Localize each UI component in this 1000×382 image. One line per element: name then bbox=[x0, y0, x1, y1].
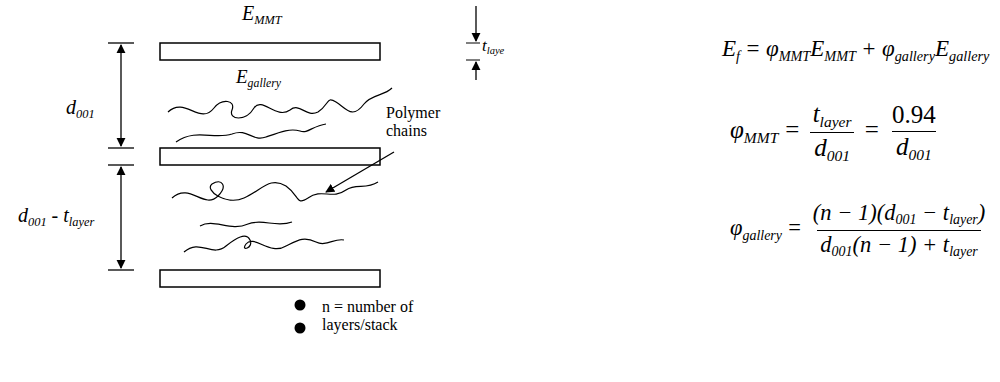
label-text: φ bbox=[730, 215, 742, 240]
label-text: d bbox=[66, 96, 76, 118]
label-text: E bbox=[810, 36, 824, 61]
subscript: 001 bbox=[827, 147, 850, 164]
label-text: 0.94 bbox=[892, 101, 936, 128]
subscript: MMT bbox=[779, 48, 811, 64]
text-group: EMMT bbox=[242, 2, 282, 27]
subscript: gallery bbox=[895, 48, 935, 64]
label-text: E bbox=[242, 2, 254, 24]
subscript: layer bbox=[820, 113, 852, 130]
dimension-tick bbox=[108, 42, 134, 43]
denominator: d001 bbox=[892, 131, 935, 164]
numerator: tlayer bbox=[809, 100, 855, 132]
numerator: (n − 1)(d001 − tlayer) bbox=[809, 200, 988, 230]
text-group: Polymer chains bbox=[386, 104, 464, 141]
text-group: φMMT=tlayerd001=0.94d001 bbox=[730, 100, 942, 165]
subscript: MMT bbox=[744, 129, 778, 146]
denominator: d001(n − 1) + tlayer bbox=[817, 230, 981, 261]
label-text: E bbox=[935, 36, 949, 61]
text-group: d001 bbox=[66, 96, 95, 121]
label-text: − t bbox=[922, 200, 949, 225]
label-text: E bbox=[236, 66, 248, 87]
text-group: Egallery bbox=[236, 66, 281, 90]
dimension-arrow bbox=[120, 45, 121, 146]
subscript: 001 bbox=[76, 107, 95, 121]
clay-layer bbox=[160, 148, 380, 165]
subscript: MMT bbox=[824, 48, 856, 64]
operator: + bbox=[862, 36, 875, 61]
label-text: E bbox=[722, 36, 736, 61]
label-text: n = number of layers/stack bbox=[322, 298, 413, 333]
label-text: φ bbox=[766, 36, 779, 61]
label-text: d bbox=[814, 134, 827, 161]
dimension-tick bbox=[466, 43, 480, 44]
subscript: layer bbox=[69, 215, 94, 229]
subscript: MMT bbox=[254, 13, 282, 27]
dimension-tick bbox=[108, 164, 134, 165]
label-text: Polymer chains bbox=[386, 104, 440, 139]
subscript: layer bbox=[949, 244, 978, 259]
dimension-tick bbox=[466, 60, 480, 61]
text-group: Ef=φMMTEMMT+φgalleryEgallery bbox=[722, 36, 989, 64]
dimension-arrow bbox=[475, 62, 476, 80]
ellipsis-dot bbox=[295, 323, 306, 334]
text-group: n = number of layers/stack bbox=[322, 298, 447, 335]
subscript: laye bbox=[487, 45, 505, 56]
label-text: d bbox=[18, 204, 28, 226]
fraction: tlayerd001 bbox=[809, 100, 855, 165]
dimension-tick bbox=[108, 269, 134, 270]
subscript: 001 bbox=[896, 212, 917, 227]
polymer-chains bbox=[168, 88, 392, 252]
fraction: 0.94 d001 bbox=[888, 101, 939, 164]
subscript: gallery bbox=[248, 77, 281, 90]
clay-layer bbox=[160, 270, 380, 287]
leader-arrow bbox=[326, 152, 394, 192]
dimension-arrow bbox=[475, 6, 476, 41]
label-text: (n − 1) + t bbox=[853, 232, 950, 257]
subscript: gallery bbox=[949, 48, 989, 64]
label-text: φ bbox=[882, 36, 895, 61]
operator: = bbox=[788, 215, 801, 240]
label-text: - t bbox=[52, 204, 69, 226]
numerator: 0.94 bbox=[888, 101, 939, 131]
operator: = bbox=[785, 116, 799, 143]
denominator: d001 bbox=[810, 132, 853, 165]
label-text: φ bbox=[730, 116, 744, 143]
subscript: 001 bbox=[28, 215, 47, 229]
fraction: (n − 1)(d001− tlayer)d001(n − 1) + tlaye… bbox=[809, 200, 988, 260]
subscript: f bbox=[736, 48, 740, 64]
subscript: gallery bbox=[742, 228, 781, 243]
dimension-tick bbox=[108, 147, 134, 148]
label-text: (n − 1)(d bbox=[813, 200, 896, 225]
text-group: tlaye bbox=[482, 36, 504, 57]
label-text: d bbox=[896, 133, 909, 160]
label-text: t bbox=[482, 36, 487, 55]
label-text: ) bbox=[978, 200, 986, 225]
operator: = bbox=[865, 116, 879, 143]
text-group: d001 - tlayer bbox=[18, 204, 94, 229]
clay-layer bbox=[160, 43, 380, 60]
subscript: layer bbox=[949, 212, 978, 227]
label-text: t bbox=[813, 100, 820, 127]
text-group: φgallery=(n − 1)(d001− tlayer)d001(n − 1… bbox=[730, 200, 991, 260]
ellipsis-dot bbox=[295, 300, 306, 311]
label-text: d bbox=[820, 232, 831, 257]
subscript: 001 bbox=[832, 244, 853, 259]
dimension-arrow bbox=[120, 167, 121, 268]
subscript: 001 bbox=[909, 146, 932, 163]
operator: = bbox=[746, 36, 759, 61]
